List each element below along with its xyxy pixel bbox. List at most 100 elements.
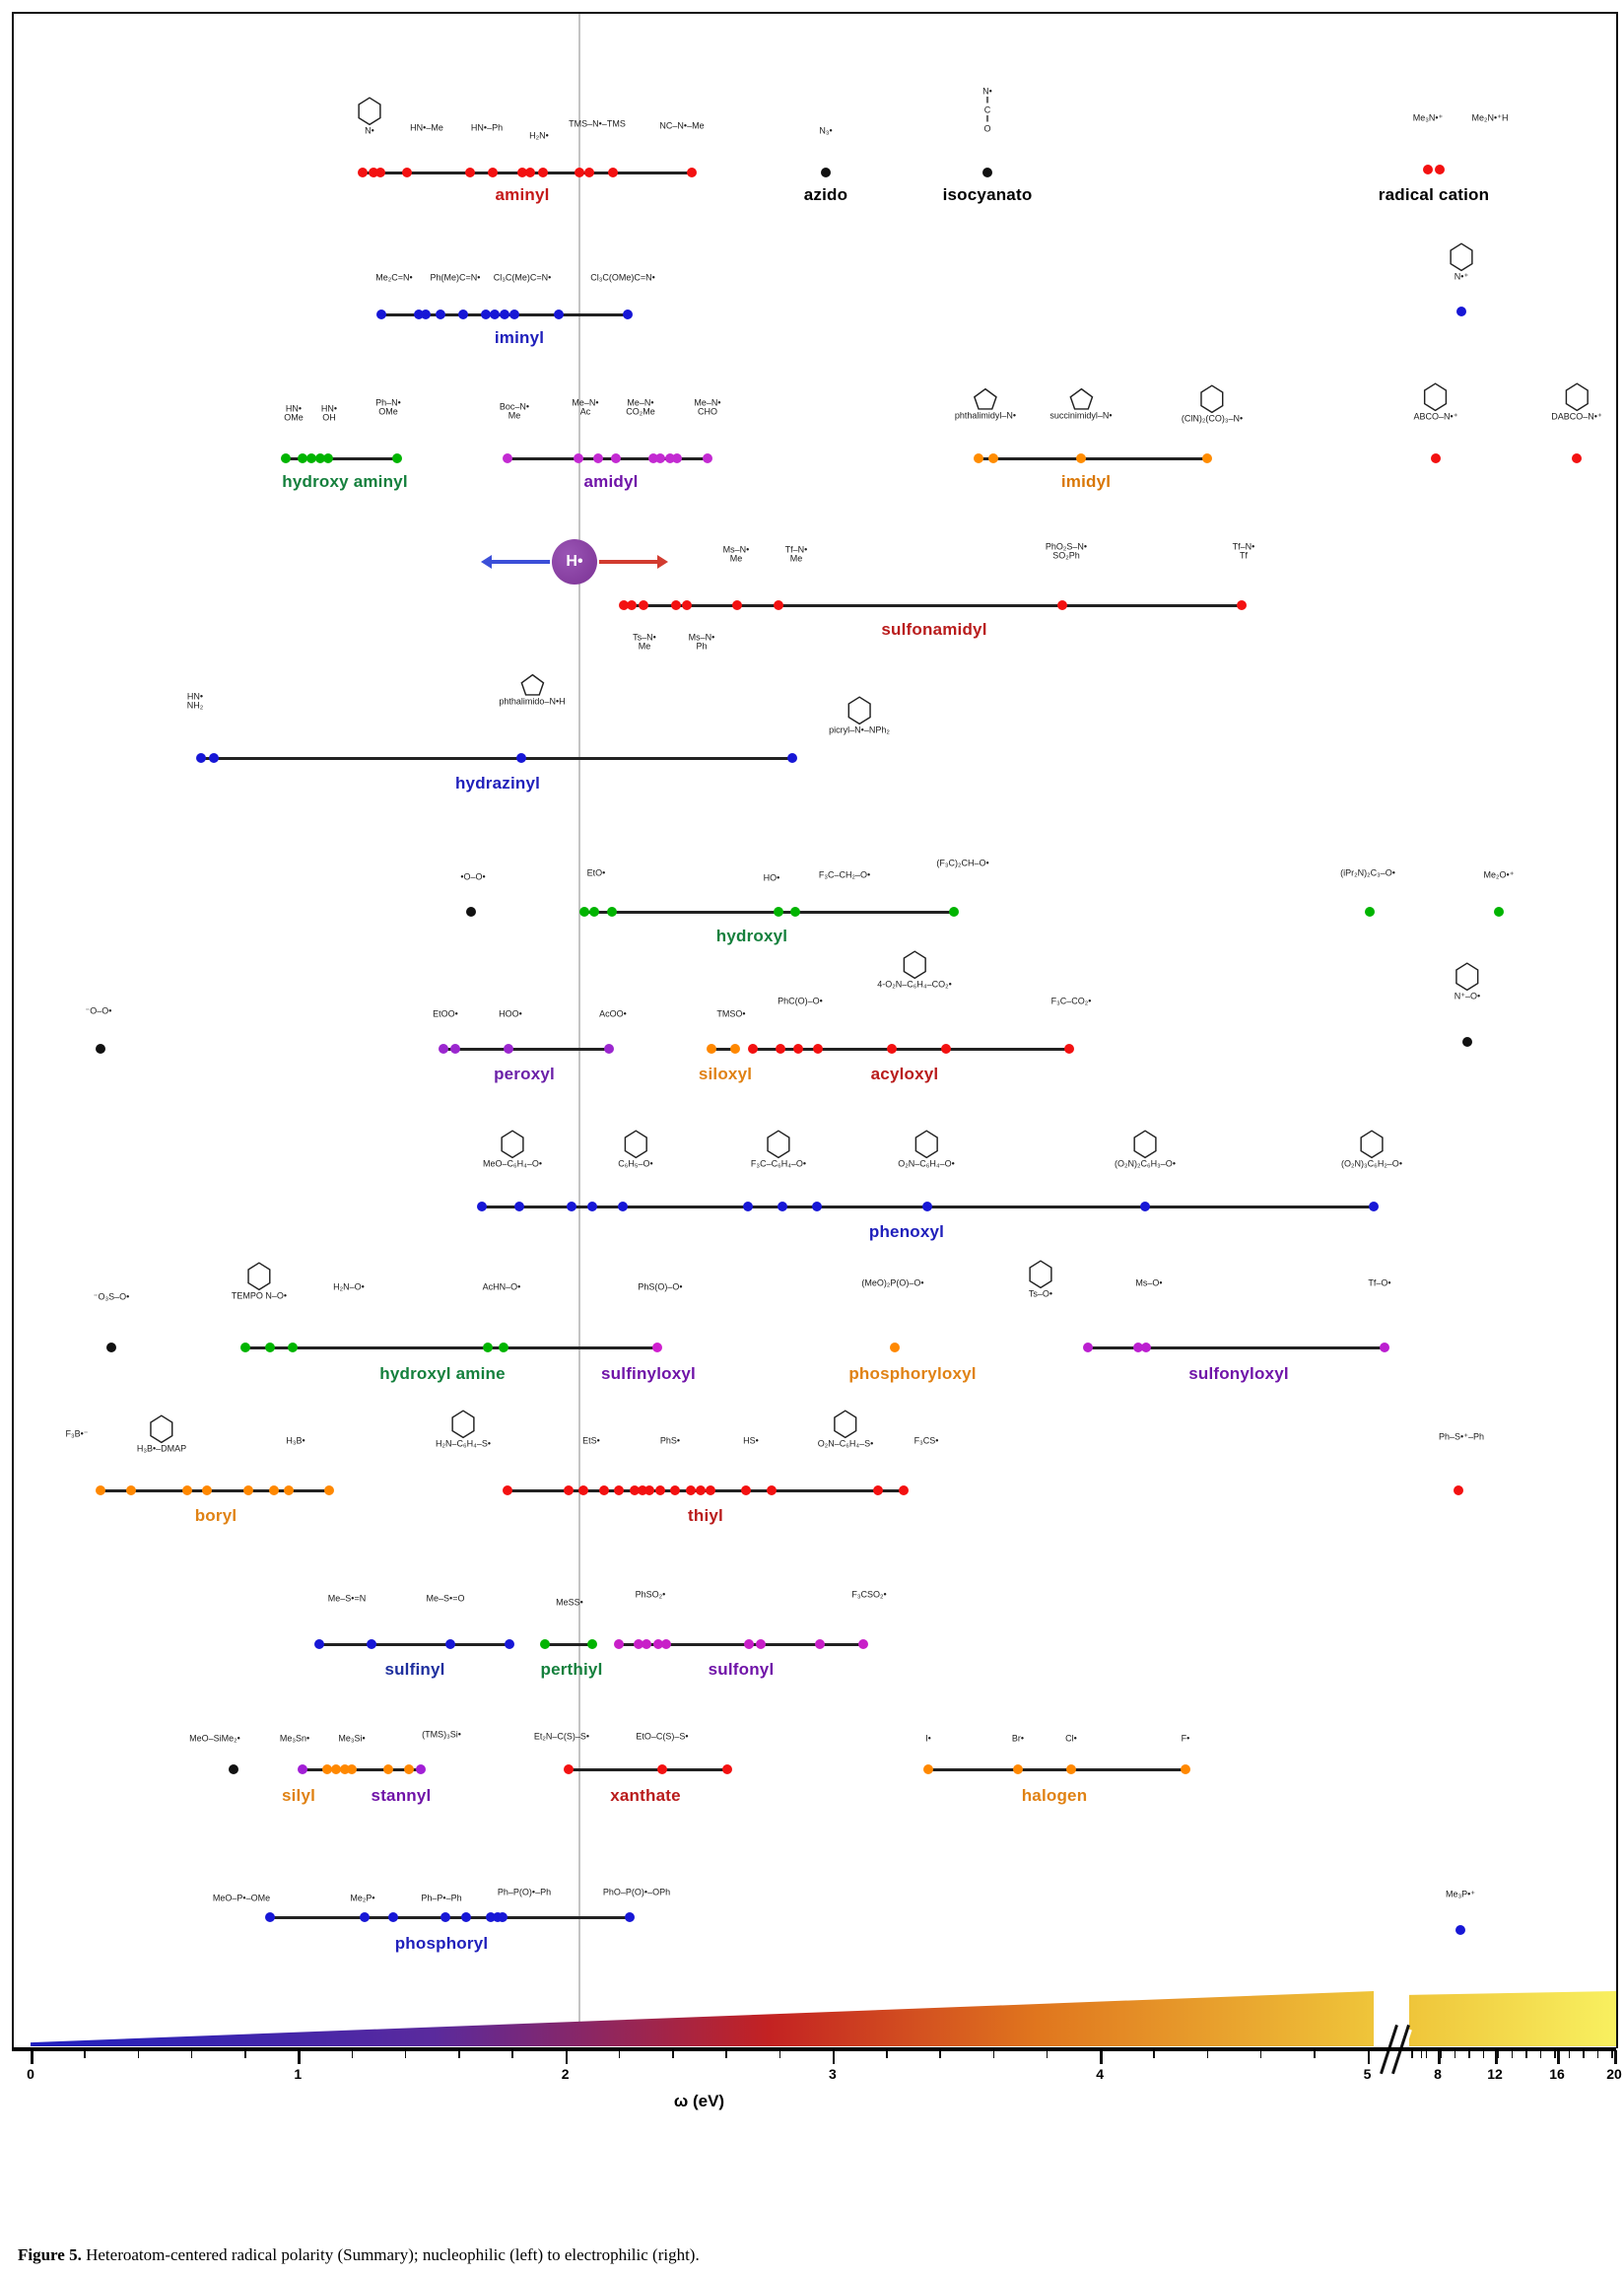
structure-label: Ph–P(O)•–Ph [497, 1887, 552, 1897]
structure-label: ⁻O₃S–O• [93, 1291, 130, 1302]
structure-label: F₃C–C₆H₄–O• [751, 1130, 806, 1168]
structure-label: HS• [743, 1435, 759, 1446]
structure-label: F₃C–CH₂–O• [818, 869, 871, 880]
data-point [466, 907, 476, 917]
structure-label: phthalimidyl–N• [955, 387, 1016, 420]
group-label-imidyl: imidyl [1060, 472, 1112, 491]
data-point [1380, 1343, 1389, 1352]
data-point [404, 1764, 414, 1774]
data-point [748, 1044, 758, 1054]
axis-minor-tick [1482, 2050, 1484, 2058]
structure-label: Br• [1011, 1733, 1025, 1744]
data-point [644, 1485, 654, 1495]
structure-label: Me₂O•⁺ [1483, 869, 1515, 880]
structure-label: F₃CSO₂• [851, 1589, 887, 1600]
structure-label: F₃CS• [914, 1435, 939, 1446]
data-point [589, 907, 599, 917]
data-point [416, 1764, 426, 1774]
data-point [706, 1485, 715, 1495]
data-point [619, 600, 629, 610]
structure-label: MeSS• [556, 1597, 583, 1608]
data-point [627, 600, 637, 610]
axis-minor-tick [84, 2050, 86, 2058]
data-point [284, 1485, 294, 1495]
data-point [575, 168, 584, 177]
data-point [890, 1343, 900, 1352]
data-point [517, 168, 527, 177]
data-point [787, 753, 797, 763]
data-point [126, 1485, 136, 1495]
plot-border [12, 12, 1618, 2048]
structure-label: •O–O• [460, 871, 486, 882]
structure-label: PhS• [659, 1435, 681, 1446]
data-point [383, 1764, 393, 1774]
data-point [196, 753, 206, 763]
data-point [538, 168, 548, 177]
data-point [1083, 1343, 1093, 1352]
data-point [243, 1485, 253, 1495]
data-point [369, 168, 378, 177]
data-point [887, 1044, 897, 1054]
group-label-hydroxyl: hydroxyl [715, 927, 788, 945]
structure-label: Tf–N•Me [784, 544, 808, 564]
structure-label: Me–N•Ac [572, 397, 599, 417]
data-point [458, 310, 468, 319]
axis-major-tick [1557, 2050, 1560, 2064]
data-point [525, 168, 535, 177]
data-point [614, 1639, 624, 1649]
data-point [672, 453, 682, 463]
axis-minor-tick [1153, 2050, 1155, 2058]
group-label-hydrazinyl: hydrazinyl [454, 774, 541, 793]
data-point [670, 1485, 680, 1495]
structure-label: HN•NH₂ [186, 691, 204, 711]
structure-label: Tf–O• [1368, 1277, 1391, 1288]
axis-minor-tick [190, 2050, 193, 2058]
structure-label: (F₃C)₂CH–O• [936, 858, 989, 868]
figure-caption-text: Heteroatom-centered radical polarity (Su… [81, 2245, 700, 2264]
group-label-sulfinyloxyl: sulfinyloxyl [601, 1364, 696, 1383]
data-point [265, 1343, 275, 1352]
series-line [1086, 1345, 1387, 1349]
data-point [815, 1639, 825, 1649]
axis-minor-tick [244, 2050, 246, 2058]
structure-label: Cl₃C(OMe)C=N• [590, 272, 655, 283]
structure-label: Me₃P•⁺ [1445, 1889, 1476, 1899]
data-point [923, 1764, 933, 1774]
data-point [638, 1485, 647, 1495]
data-point [554, 310, 564, 319]
structure-label: Me₃N•⁺ [1412, 112, 1444, 123]
data-point [608, 168, 618, 177]
group-label-aminyl: aminyl [495, 185, 550, 204]
data-point [671, 600, 681, 610]
axis-tick-label: 8 [1434, 2066, 1442, 2082]
data-point [202, 1485, 212, 1495]
series-line [301, 1767, 423, 1771]
data-point [587, 1639, 597, 1649]
data-point [922, 1202, 932, 1211]
series-line [926, 1767, 1187, 1771]
data-point [288, 1343, 298, 1352]
structure-label: Ph–S•⁺–Ph [1439, 1431, 1484, 1442]
structure-label: ⁻O–O• [85, 1005, 112, 1016]
structure-label: (ClN)₂(CO)₃–N• [1182, 384, 1243, 423]
structure-label: NC–N•–Me [659, 120, 705, 131]
structure-label: HN•–Me [410, 122, 443, 133]
data-point [1140, 1202, 1150, 1211]
structure-label: PhS(O)–O• [638, 1281, 683, 1292]
data-point [96, 1485, 105, 1495]
data-point [564, 1485, 574, 1495]
structure-label: (O₂N)₂C₆H₃–O• [1115, 1130, 1176, 1168]
structure-label: Ms–O• [1135, 1277, 1163, 1288]
group-label-phosphoryloxyl: phosphoryloxyl [848, 1364, 977, 1383]
axis-minor-tick [1046, 2050, 1049, 2058]
axis-minor-tick [404, 2050, 407, 2058]
axis-minor-tick [1554, 2050, 1556, 2058]
structure-label: HN•OH [320, 403, 338, 423]
axis-major-tick [1614, 2050, 1617, 2064]
data-point [790, 907, 800, 917]
data-point [498, 1912, 508, 1922]
axis-minor-tick [1314, 2050, 1316, 2058]
structure-label: AcHN–O• [482, 1281, 521, 1292]
data-point [182, 1485, 192, 1495]
axis-minor-tick [725, 2050, 727, 2058]
